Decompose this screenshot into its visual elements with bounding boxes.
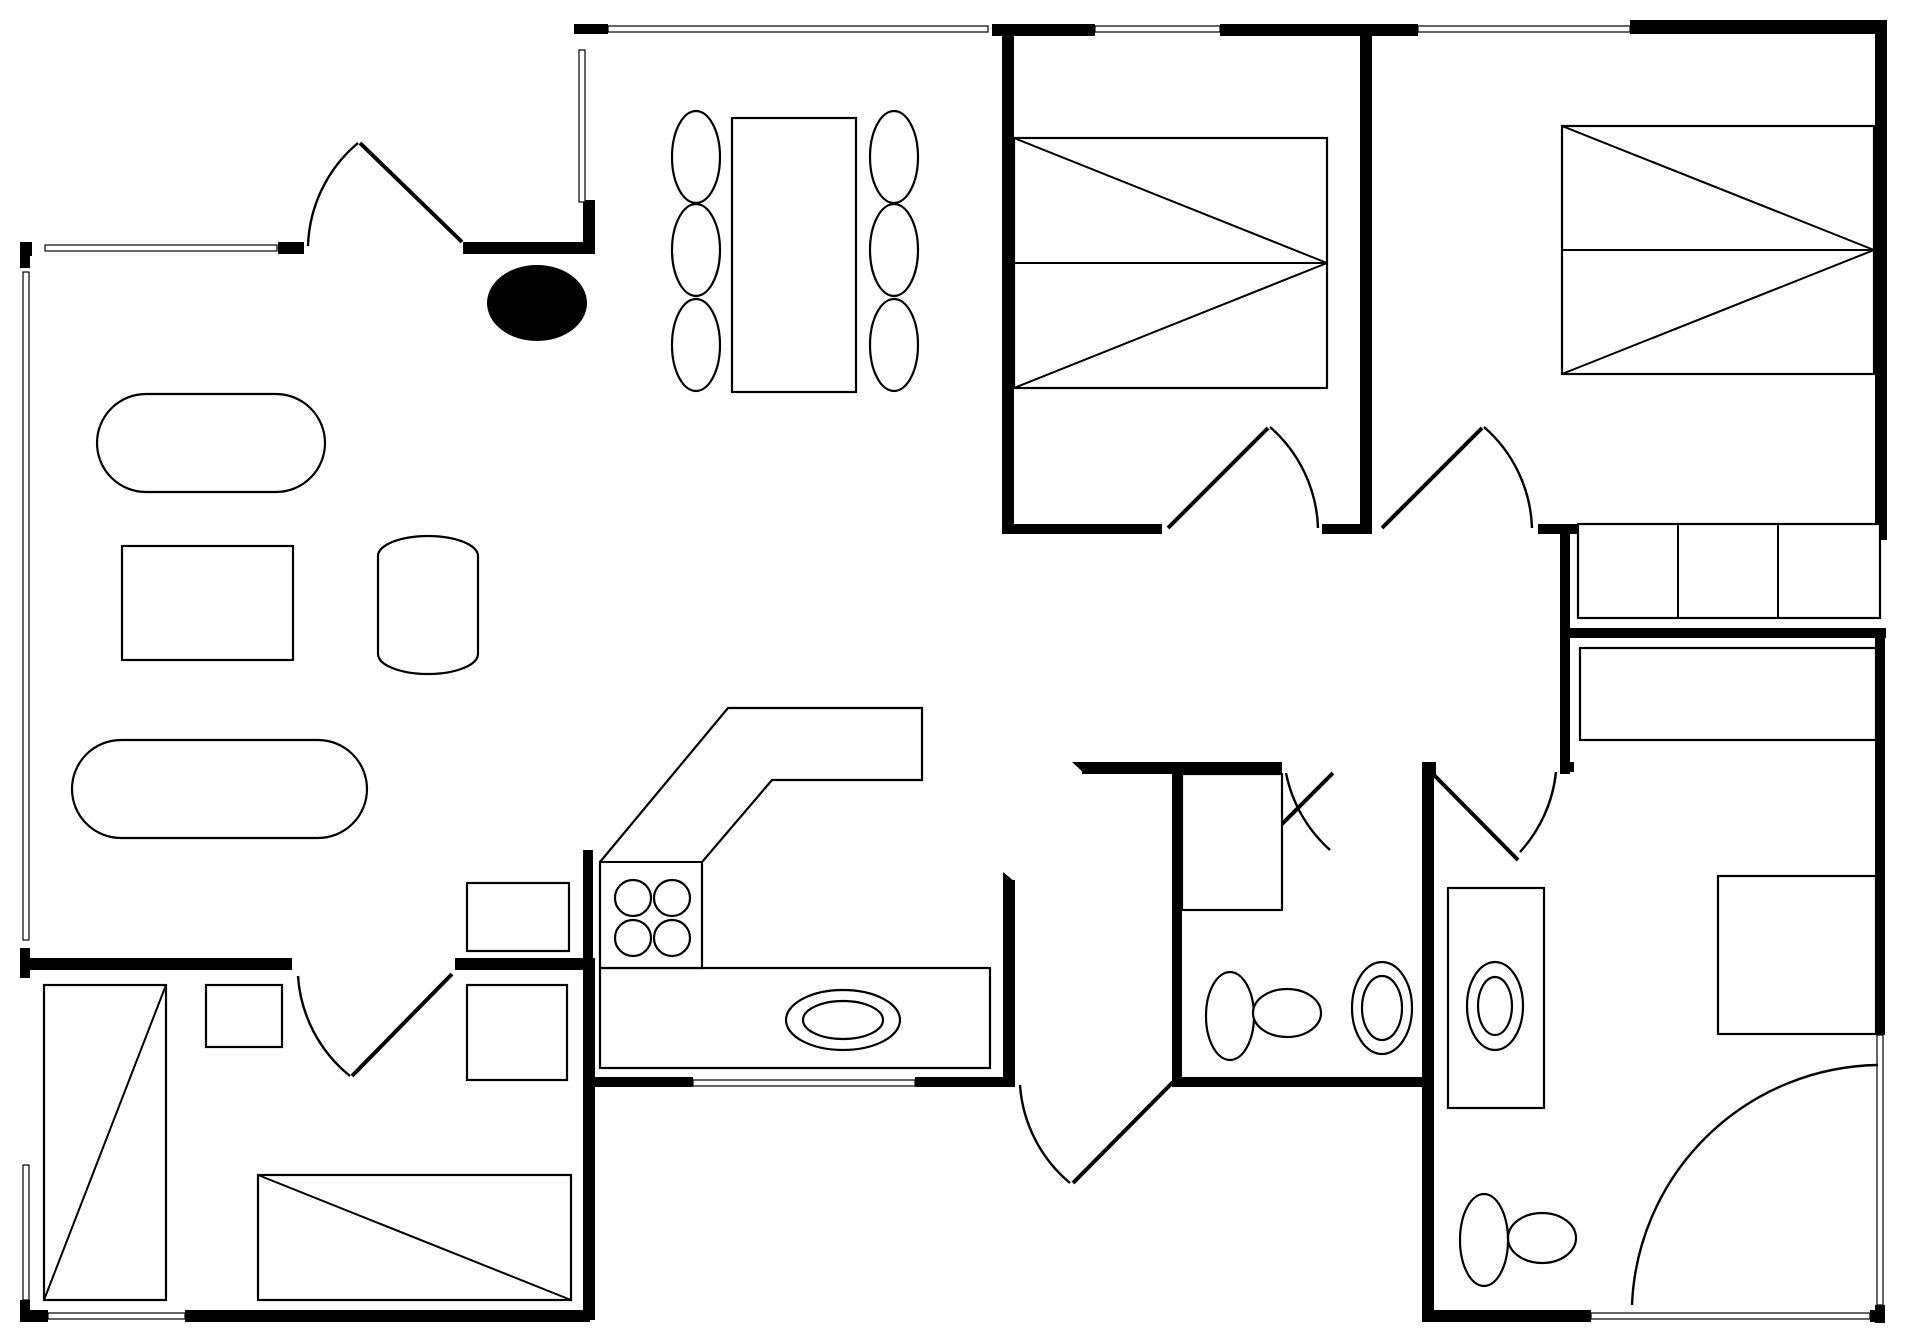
toilet-icon bbox=[1204, 970, 1323, 1062]
bedroom2-door bbox=[1380, 426, 1534, 530]
wall-bottom-left-b bbox=[185, 1310, 590, 1322]
dining-chair bbox=[670, 109, 722, 205]
window-bath2-bottom bbox=[1590, 1312, 1871, 1320]
wall-kitchen-bottom-b bbox=[915, 1077, 1015, 1087]
wall-bedroom3-right bbox=[583, 958, 595, 1320]
wall-entry-side bbox=[583, 200, 595, 254]
dining-table bbox=[730, 116, 858, 394]
closet bbox=[1578, 646, 1878, 742]
bathroom2-door bbox=[1430, 771, 1558, 862]
wall-bedroom1-right bbox=[1360, 24, 1372, 534]
wall-top-mid-2 bbox=[1220, 24, 1418, 36]
window-dining-left bbox=[578, 49, 586, 203]
small-cabinet bbox=[465, 881, 571, 953]
sofa-bottom bbox=[70, 738, 369, 840]
shower-door bbox=[1630, 1063, 1879, 1306]
toilet-icon bbox=[1458, 1192, 1578, 1288]
wall-bedroom3-top-a bbox=[20, 958, 292, 970]
living-room bbox=[70, 265, 587, 840]
bedroom-2 bbox=[1560, 124, 1882, 620]
wall-dining-top-left bbox=[574, 24, 608, 34]
sink-icon bbox=[1350, 960, 1414, 1056]
window-bath2-right bbox=[1876, 1034, 1884, 1306]
wall-closet-left bbox=[1560, 524, 1570, 774]
armchair bbox=[376, 534, 480, 676]
vanity bbox=[1180, 772, 1284, 912]
vanity bbox=[1446, 886, 1546, 1110]
bathroom-1 bbox=[1180, 772, 1414, 1062]
wall-bath1-left bbox=[1172, 762, 1182, 1087]
wardrobe bbox=[1576, 522, 1882, 620]
dining-chair bbox=[868, 202, 920, 298]
wall-bath2-left bbox=[1422, 762, 1434, 1322]
dining-chair bbox=[868, 109, 920, 205]
wall-top-right bbox=[1630, 20, 1885, 34]
window-bedroom3-bottom bbox=[47, 1312, 186, 1320]
desk bbox=[465, 983, 569, 1082]
window-bedroom3-left bbox=[22, 1164, 30, 1301]
window-dining-top bbox=[607, 25, 989, 33]
wall-bath1-bottom bbox=[1172, 1077, 1432, 1087]
wall-bedroom3-top-b bbox=[455, 958, 593, 970]
window-living-left bbox=[22, 271, 30, 941]
window-bedroom1-top bbox=[1094, 25, 1221, 33]
sofa-top bbox=[95, 392, 327, 494]
sink-icon bbox=[1465, 960, 1525, 1052]
dining-chair bbox=[868, 297, 920, 393]
entry-door bbox=[306, 141, 464, 247]
wall-bath2-right-stub bbox=[1560, 762, 1574, 772]
sink-inner bbox=[801, 999, 885, 1041]
wall-bottom-left-a bbox=[20, 1310, 48, 1322]
wall-entry-bottom bbox=[463, 242, 595, 254]
kitchen bbox=[465, 706, 992, 1070]
bedroom3-door bbox=[296, 972, 454, 1078]
wall-kitchen-bottom-a bbox=[583, 1077, 693, 1087]
nightstand bbox=[204, 983, 284, 1049]
storage-cabinet bbox=[1716, 874, 1878, 1036]
wall-kitchen-right bbox=[1003, 880, 1015, 1087]
wall-bottom-right-a bbox=[1426, 1310, 1591, 1322]
windows bbox=[22, 25, 1884, 1320]
wall-right-upper bbox=[1875, 20, 1887, 540]
window-kitchen-bottom bbox=[692, 1079, 916, 1087]
wall-bottom-right-b bbox=[1870, 1310, 1885, 1322]
bedroom1-door bbox=[1166, 426, 1320, 530]
hall-door bbox=[1018, 1080, 1175, 1185]
wall-bath1-top-cap bbox=[1072, 762, 1085, 774]
window-living-top bbox=[44, 244, 278, 252]
wall-bedroom1-bottom-a bbox=[1002, 524, 1162, 534]
dining-chair bbox=[670, 202, 722, 298]
wall-closet-divider bbox=[1560, 628, 1886, 638]
wall-bath2-stub bbox=[1422, 762, 1436, 776]
dining-area bbox=[670, 109, 920, 394]
coffee-table bbox=[120, 544, 295, 662]
wall-bedroom1-bottom-b bbox=[1322, 524, 1372, 534]
wall-left-upper-corner bbox=[20, 242, 30, 268]
bedroom-3 bbox=[42, 983, 573, 1302]
wall-bedroom1-left bbox=[1002, 24, 1014, 534]
stove-icon bbox=[613, 878, 692, 958]
wall-kitchen-right-cap bbox=[1003, 872, 1015, 882]
dining-chair bbox=[670, 297, 722, 393]
bathroom-2 bbox=[1446, 874, 1878, 1288]
closet-shelf bbox=[1578, 646, 1878, 742]
wall-kitchen-left bbox=[583, 850, 593, 958]
plant-icon bbox=[487, 265, 587, 341]
bedroom-1 bbox=[1012, 136, 1329, 390]
wall-living-top-stub bbox=[278, 242, 304, 254]
wall-top-mid-1 bbox=[992, 24, 1095, 36]
window-bedroom2-top bbox=[1417, 25, 1631, 33]
wall-right-mid bbox=[1875, 630, 1885, 1035]
